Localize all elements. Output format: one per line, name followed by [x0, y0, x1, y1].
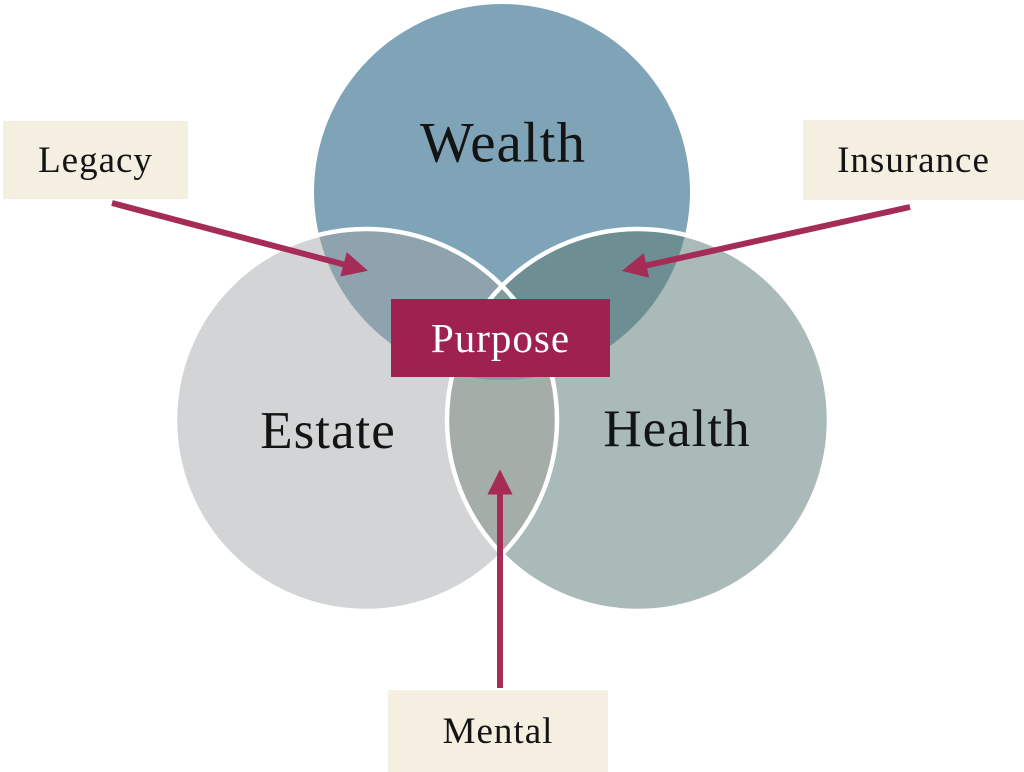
wealth-health-overlap — [447, 229, 690, 380]
mental-label: Mental — [442, 710, 554, 752]
insurance-label: Insurance — [837, 139, 990, 181]
legacy-arrow — [111, 200, 368, 277]
estate-label: Estate — [260, 402, 396, 460]
insurance-arrow — [621, 204, 911, 278]
purpose-label: Purpose — [430, 315, 571, 361]
estate-circle-outline — [172, 226, 560, 614]
legacy-callout-box: Legacy — [3, 121, 188, 199]
wealth-estate-overlap — [314, 229, 557, 380]
insurance-callout-box: Insurance — [803, 120, 1024, 200]
wealth-label: Wealth — [419, 111, 587, 175]
health-circle-outline — [444, 226, 832, 614]
legacy-label: Legacy — [38, 139, 153, 181]
purpose-box: Purpose — [391, 299, 610, 377]
mental-callout-box: Mental — [388, 690, 608, 772]
health-label: Health — [603, 400, 751, 458]
